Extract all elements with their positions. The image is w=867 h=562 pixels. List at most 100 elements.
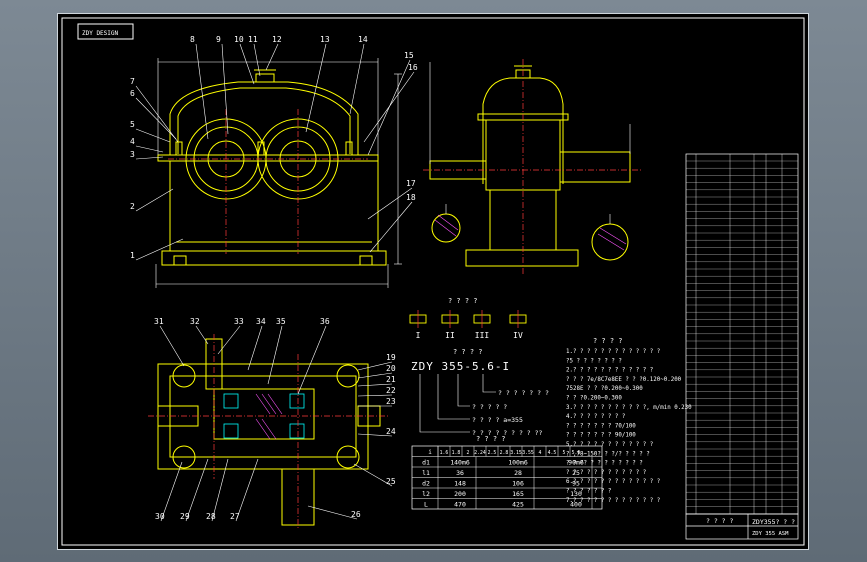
tech-note-line: ? ? ? 7e/8C7e8EE ? ? ?0.120~0.200 — [566, 377, 682, 383]
callout-leader — [369, 201, 413, 253]
title-block-cell-a: ? ? ? ? — [706, 517, 733, 525]
housing-base — [161, 250, 387, 266]
spec-table-header: ? ? ? ? — [476, 435, 506, 443]
spec-table-col-header: 3.55 — [522, 450, 534, 456]
callout-leader — [235, 458, 259, 522]
callout-leader — [135, 238, 184, 261]
spec-table-cell: 106 — [512, 480, 524, 488]
part-number-label: 29 — [180, 512, 190, 521]
spec-table-row-symbol: d1 — [422, 459, 430, 467]
flange-bolt-mid — [257, 141, 265, 156]
part-number-label: 16 — [408, 63, 418, 72]
callout-leader — [247, 325, 263, 371]
side-view-centerlines — [423, 59, 643, 274]
callout-leader — [357, 433, 393, 437]
title-block — [685, 513, 799, 540]
side-base — [465, 249, 579, 267]
spec-table-col-header: 3.15 — [510, 450, 522, 456]
callout-leader — [357, 383, 393, 387]
cover-arc-inner — [177, 87, 351, 154]
part-number-label: 31 — [154, 317, 164, 326]
side-view — [429, 65, 631, 267]
tech-note-line: ? ? ?? ? ? ? ? ? ? ? ? — [566, 461, 643, 467]
part-number-label: 8 — [190, 35, 195, 44]
plan-housing-inner — [169, 375, 357, 458]
front-view-dimensions — [155, 58, 402, 288]
callout-leader — [135, 128, 171, 143]
part-number-label: 12 — [272, 35, 282, 44]
tech-note-line: ?5 ? ? ? ? ? ? ? — [566, 358, 622, 364]
spec-table-cell: 140m6 — [450, 459, 470, 467]
model-code: ZDY 355-5.6-I — [411, 360, 510, 373]
spec-table-col-header: 4 — [539, 450, 542, 456]
assembly-option-label: I — [416, 331, 421, 340]
callout-leader — [307, 505, 358, 520]
spec-table-cell: 100m6 — [508, 459, 528, 467]
part-number-label: 28 — [206, 512, 216, 521]
callout-leader — [217, 325, 241, 355]
callout-leader — [185, 458, 209, 522]
callout-leader — [349, 43, 365, 115]
part-number-label: 19 — [386, 353, 396, 362]
lower-housing — [169, 160, 379, 252]
spec-table-cell: 165 — [512, 490, 524, 498]
drawing-sheet: ZDY DESIGN — [57, 13, 809, 550]
callout-leader — [367, 187, 413, 220]
spec-table-cell: 470 — [454, 501, 466, 509]
part-number-label: 11 — [248, 35, 258, 44]
tech-note-line: ? ,78~150? ? ?/? ? ? ? ? — [566, 451, 650, 457]
drawing-canvas[interactable]: ZDY DESIGN — [58, 14, 810, 551]
part-number-label: 27 — [230, 512, 240, 521]
callout-leader — [357, 361, 393, 371]
foot-left — [173, 255, 187, 266]
part-number-label: 30 — [155, 512, 165, 521]
output-shaft — [559, 151, 631, 183]
callout-leader — [297, 325, 327, 395]
spec-table-col-header: 4.5 — [548, 450, 557, 456]
spec-table-col-header: 5 — [563, 450, 566, 456]
callout-leader — [160, 461, 183, 522]
part-number-label: 5 — [130, 120, 135, 129]
tech-note-line: 7528E ? ? ?0.200~0.300 — [566, 386, 643, 392]
tech-note-line: 7.? ? ? ? ? ? ? ? ? ? ? ? ? — [566, 498, 660, 504]
tech-notes-title: ? ? ? ? — [593, 337, 623, 345]
spec-table-cell: 95 — [572, 480, 580, 488]
part-number-label: 7 — [130, 77, 135, 86]
spec-table-col-header: 2 — [467, 450, 470, 456]
part-number-label: 26 — [351, 510, 361, 519]
part-number-label: 14 — [358, 35, 368, 44]
part-number-label: 21 — [386, 375, 396, 384]
callout-leader — [159, 325, 185, 367]
part-number-label: 25 — [386, 477, 396, 486]
spec-table-cell: 36 — [456, 469, 464, 477]
plan-view-hatch — [255, 393, 283, 440]
tech-note-line: 2.? ? ? ? ? ? ? ? ? ? ? ? — [566, 368, 653, 374]
tech-note-line: 1.? ? ? ? ? ? ? ? ? ? ? ? ? — [566, 349, 660, 355]
spec-table-col-header: 2.5 — [488, 450, 497, 456]
tech-note-line: ? ? ? ? ? ? ? — [566, 489, 611, 495]
callout-leader — [239, 43, 255, 85]
bolt-hole-tr — [336, 364, 360, 388]
foot-right — [359, 255, 373, 266]
spec-table-cell: 425 — [512, 501, 524, 509]
front-view-centerlines — [168, 109, 368, 254]
callout-leader — [267, 325, 283, 385]
spec-table-cell: 130 — [570, 490, 582, 498]
callout-leader — [353, 463, 393, 487]
bolt-hole-bl — [172, 445, 196, 469]
assembly-options-header: ? ? ? ? — [448, 297, 478, 305]
spec-table-cell: 25 — [572, 469, 580, 477]
part-number-label: 2 — [130, 202, 135, 211]
spec-table-row-symbol: l2 — [422, 490, 430, 498]
tech-note-line: ? ? ? ? ? ? ? 70/100 — [566, 423, 636, 429]
spec-table-cell: 90m6 — [568, 459, 584, 467]
callout-leader — [221, 43, 229, 135]
flange-bolt-left — [175, 141, 183, 156]
part-number-label: 32 — [190, 317, 200, 326]
parts-list-frame — [685, 153, 799, 515]
spec-table-col-header: 5.6 — [572, 450, 581, 456]
